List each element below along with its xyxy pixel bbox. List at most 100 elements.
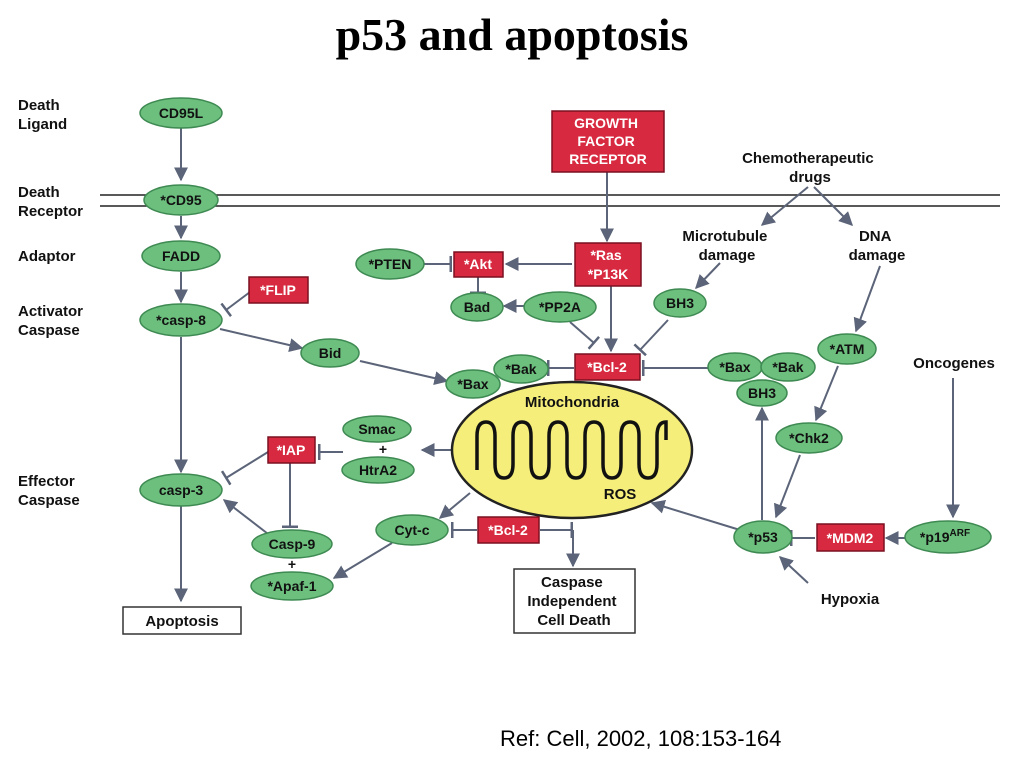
dna-line1: DNA	[859, 228, 892, 245]
node-p19arf-label: *p19ARF	[920, 528, 970, 545]
ros-label: ROS	[604, 486, 637, 503]
microtubule-damage-label: Microtubule damage	[682, 228, 771, 264]
node-pten-label: *PTEN	[369, 256, 412, 272]
arrow-microtubule-bh3	[695, 262, 721, 290]
stage-label-effector-caspase: Effector Caspase	[18, 473, 80, 509]
stage-label-effector-caspase-line2: Caspase	[18, 492, 80, 509]
node-casp8-label: *casp-8	[156, 312, 206, 328]
node-cd95l: CD95L	[139, 97, 223, 129]
arrow-chk2-p53	[774, 454, 801, 519]
node-htra2-label: HtrA2	[359, 462, 397, 478]
node-bak-right: *Bak	[760, 352, 816, 382]
node-cd95: *CD95	[143, 184, 219, 216]
node-bh3-top-label: BH3	[666, 295, 694, 311]
arrow-cytc-apaf1	[332, 542, 393, 579]
node-casp8: *casp-8	[139, 303, 223, 337]
caspase-independent-line3: Cell Death	[537, 612, 610, 629]
box-iap: *IAP	[267, 436, 316, 464]
chemotherapeutic-drugs-label: Chemotherapeutic drugs	[742, 150, 878, 186]
stage-label-death-receptor: Death Receptor	[18, 184, 83, 220]
box-ras-line2: *P13K	[588, 266, 628, 282]
reference-citation: Ref: Cell, 2002, 108:153-164	[500, 726, 782, 751]
inhibit-bh3-bcl2	[633, 319, 669, 357]
caspase-independent-line2: Independent	[527, 593, 616, 610]
stage-label-effector-caspase-line1: Effector	[18, 473, 75, 490]
arrow-dna-atm	[853, 265, 881, 333]
node-casp3-label: casp-3	[159, 482, 204, 498]
stage-label-death-ligand-line2: Ligand	[18, 116, 67, 133]
node-cd95l-label: CD95L	[159, 105, 204, 121]
node-p19arf: *p19ARF	[904, 520, 992, 554]
node-bak-right-label: *Bak	[772, 359, 803, 375]
stage-label-adaptor: Adaptor	[18, 248, 76, 265]
dna-damage-label: DNA damage	[849, 228, 906, 264]
stage-label-activator-caspase-line1: Activator	[18, 303, 83, 320]
node-bh3-right-label: BH3	[748, 385, 776, 401]
stage-label-death-receptor-line1: Death	[18, 184, 60, 201]
caspase-independent-line1: Caspase	[541, 574, 603, 591]
oncogenes-label: Oncogenes	[913, 355, 995, 372]
apoptosis-label: Apoptosis	[145, 613, 218, 630]
box-akt-label: *Akt	[464, 256, 492, 272]
node-apaf1: *Apaf-1	[250, 571, 334, 601]
node-atm-label: *ATM	[830, 341, 865, 357]
inhibit-flip-casp8	[220, 291, 251, 317]
node-bh3-right: BH3	[736, 379, 788, 407]
microtubule-line1: Microtubule	[682, 228, 767, 245]
chemo-line1: Chemotherapeutic	[742, 150, 874, 167]
growth-factor-line1: GROWTH	[574, 115, 638, 131]
node-p19-superscript: ARF	[950, 528, 971, 539]
node-p53: *p53	[733, 520, 793, 554]
node-chk2-label: *Chk2	[789, 430, 829, 446]
node-bak-left: *Bak	[493, 354, 549, 384]
chemo-line2: drugs	[789, 169, 831, 186]
box-bcl2-bottom: *Bcl-2	[477, 516, 540, 544]
node-bid: Bid	[300, 338, 360, 368]
node-apaf1-label: *Apaf-1	[267, 578, 316, 594]
box-akt: *Akt	[453, 251, 504, 278]
node-htra2: HtrA2	[341, 456, 415, 484]
inhibit-pp2a-bcl2	[569, 321, 601, 350]
node-pp2a: *PP2A	[523, 291, 597, 323]
box-growth-factor-receptor: GROWTH FACTOR RECEPTOR	[551, 110, 665, 173]
page-title: p53 and apoptosis	[335, 9, 689, 60]
node-bad: Bad	[450, 292, 504, 322]
box-ras-p13k-label: *Ras *P13K	[588, 247, 628, 282]
dna-line2: damage	[849, 247, 906, 264]
plus-sign-casp9-apaf1: +	[288, 556, 296, 572]
box-ras-line1: *Ras	[590, 247, 621, 263]
box-bcl2-bottom-label: *Bcl-2	[488, 522, 528, 538]
arrow-casp9-casp3	[222, 499, 273, 538]
mitochondria-label: Mitochondria	[525, 394, 620, 411]
node-p19-text: *p19	[920, 529, 950, 545]
node-bax-left-label: *Bax	[457, 376, 488, 392]
inhibit-iap-casp3	[220, 451, 269, 486]
node-fadd: FADD	[141, 240, 221, 272]
node-cd95-label: *CD95	[160, 192, 201, 208]
mitochondria-outer-membrane	[450, 380, 694, 520]
arrow-bid-bax	[359, 360, 449, 385]
node-bak-left-label: *Bak	[505, 361, 536, 377]
node-casp9-label: Casp-9	[269, 536, 316, 552]
growth-factor-line3: RECEPTOR	[569, 151, 647, 167]
arrow-chemo-dna	[813, 186, 853, 226]
arrow-hypoxia-p53	[778, 556, 809, 584]
node-cytc-label: Cyt-c	[394, 522, 429, 538]
stage-label-death-receptor-line2: Receptor	[18, 203, 83, 220]
arrow-p53-mito	[650, 500, 741, 531]
node-casp9: Casp-9	[251, 529, 333, 559]
box-mdm2: *MDM2	[816, 523, 885, 552]
node-pp2a-label: *PP2A	[539, 299, 581, 315]
caspase-independent-label: Caspase Independent Cell Death	[527, 574, 620, 629]
box-flip: *FLIP	[248, 276, 309, 304]
red-boxes: GROWTH FACTOR RECEPTOR *FLIP *Akt *Ras *…	[248, 110, 885, 552]
mitochondria: Mitochondria ROS	[450, 380, 694, 520]
node-atm: *ATM	[817, 333, 877, 365]
node-cytc: Cyt-c	[375, 514, 449, 546]
node-bh3-top: BH3	[653, 288, 707, 318]
plus-sign-smac-htra2: +	[379, 441, 387, 457]
node-bax-left: *Bax	[445, 369, 501, 399]
node-smac: Smac	[342, 415, 412, 443]
node-chk2: *Chk2	[775, 422, 843, 454]
stage-label-death-ligand-line1: Death	[18, 97, 60, 114]
